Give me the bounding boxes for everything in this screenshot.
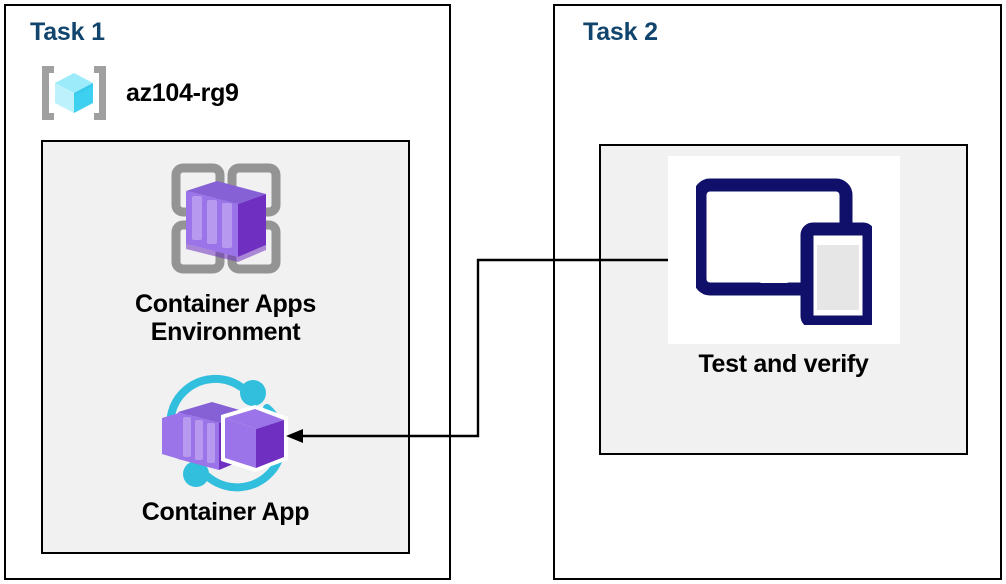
- container-apps-environment-icon: [160, 158, 292, 284]
- test-and-verify-item: Test and verify: [601, 156, 966, 378]
- task-1-title: Task 1: [30, 18, 105, 46]
- container-app-label: Container App: [141, 498, 310, 526]
- container-app-icon: [149, 372, 303, 492]
- resource-group-name: az104-rg9: [126, 78, 239, 107]
- task-1-resource-container: Container Apps Environment: [41, 140, 410, 554]
- resource-group-cube-icon: [36, 62, 112, 124]
- container-apps-environment-item: Container Apps Environment: [43, 158, 408, 347]
- container-apps-environment-label: Container Apps Environment: [135, 290, 316, 347]
- test-and-verify-label: Test and verify: [698, 350, 869, 378]
- devices-icon-plate: [667, 156, 900, 344]
- task-2-title: Task 2: [583, 18, 658, 46]
- container-app-item: Container App: [43, 372, 408, 526]
- resource-group-header: az104-rg9: [36, 62, 239, 124]
- task-2-resource-container: Test and verify: [599, 144, 968, 455]
- devices-tablet-phone-icon: [693, 175, 875, 329]
